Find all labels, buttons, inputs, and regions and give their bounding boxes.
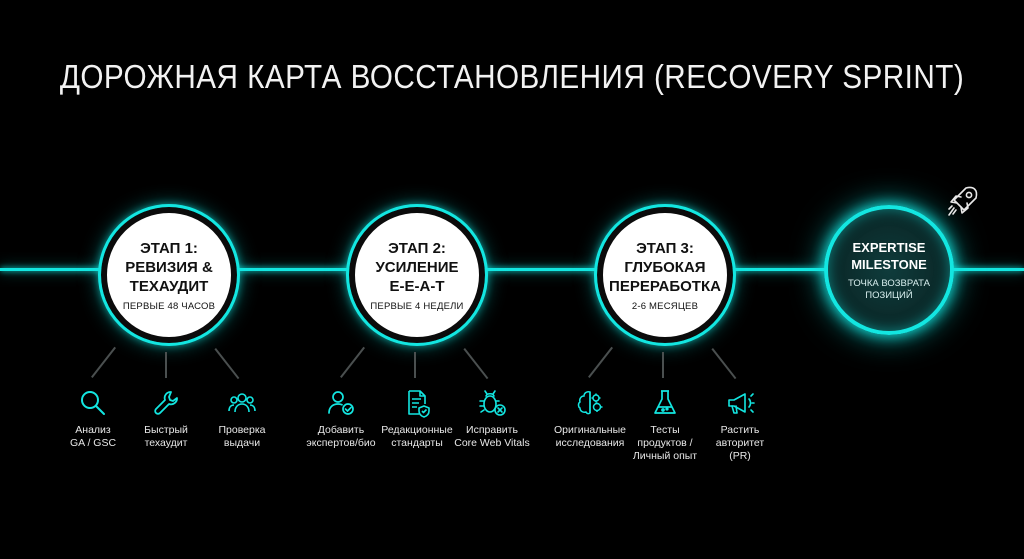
connector-line — [340, 347, 365, 378]
task-grow-authority: Растить авторитет (PR) — [692, 388, 788, 463]
task-label: Тесты продуктов / Личный опыт — [632, 424, 698, 462]
milestone-name: EXPERTISE MILESTONE — [851, 239, 927, 272]
task-label: Добавить экспертов/био — [306, 424, 376, 449]
task-label: Исправить Core Web Vitals — [454, 424, 530, 449]
connector-line — [463, 348, 489, 379]
task-quick-audit: Быстрый техаудит — [118, 388, 214, 450]
bug-fix-icon — [479, 390, 506, 416]
task-label: Оригинальные исследования — [554, 424, 626, 449]
stage-3-timeframe: 2-6 МЕСЯЦЕВ — [631, 300, 699, 312]
wrench-icon — [154, 391, 178, 415]
stage-2-name: ЭТАП 2: УСИЛЕНИЕ E-E-A-T — [375, 239, 459, 295]
connector-line — [588, 347, 613, 378]
task-label: Быстрый техаудит — [144, 424, 188, 449]
connector-line — [711, 348, 737, 379]
connector-line — [214, 348, 240, 379]
stage-3-circle: ЭТАП 3: ГЛУБОКАЯ ПЕРЕРАБОТКА 2-6 МЕСЯЦЕВ — [594, 204, 736, 346]
connector-line — [165, 352, 167, 378]
task-fix-cwv: Исправить Core Web Vitals — [444, 388, 540, 450]
task-label: Растить авторитет (PR) — [715, 424, 765, 462]
page-title: ДОРОЖНАЯ КАРТА ВОССТАНОВЛЕНИЯ (RECOVERY … — [59, 58, 965, 95]
connector-line — [414, 352, 416, 378]
magnifier-icon — [81, 391, 105, 415]
task-add-experts: Добавить экспертов/био — [293, 388, 389, 450]
brain-gears-icon — [577, 391, 603, 415]
stage-3-name: ЭТАП 3: ГЛУБОКАЯ ПЕРЕРАБОТКА — [609, 239, 721, 295]
stage-2-timeframe: ПЕРВЫЕ 4 НЕДЕЛИ — [370, 300, 464, 312]
task-analysis: Анализ GA / GSC — [45, 388, 141, 450]
users-group-icon — [228, 393, 256, 413]
stage-1-circle: ЭТАП 1: РЕВИЗИЯ & ТЕХАУДИТ ПЕРВЫЕ 48 ЧАС… — [98, 204, 240, 346]
timeline-line — [0, 268, 1024, 271]
task-editorial-standards: Редакционные стандарты — [369, 388, 465, 450]
task-serp-check: Проверка выдачи — [194, 388, 290, 450]
connector-line — [91, 347, 116, 378]
task-label: Редакционные стандарты — [381, 424, 453, 449]
stage-2-circle: ЭТАП 2: УСИЛЕНИЕ E-E-A-T ПЕРВЫЕ 4 НЕДЕЛИ — [346, 204, 488, 346]
milestone-subtitle: ТОЧКА ВОЗВРАТА ПОЗИЦИЙ — [847, 277, 930, 301]
stage-1-name: ЭТАП 1: РЕВИЗИЯ & ТЕХАУДИТ — [125, 239, 213, 295]
document-shield-icon — [408, 390, 430, 418]
task-label: Проверка выдачи — [218, 424, 266, 449]
task-product-tests: Тесты продуктов / Личный опыт — [617, 388, 713, 463]
task-original-research: Оригинальные исследования — [542, 388, 638, 450]
expertise-milestone: EXPERTISE MILESTONE ТОЧКА ВОЗВРАТА ПОЗИЦ… — [824, 205, 954, 335]
rocket-icon — [948, 186, 978, 216]
task-label: Анализ GA / GSC — [69, 424, 117, 449]
connector-line — [662, 352, 664, 378]
flask-icon — [654, 390, 676, 414]
user-check-icon — [328, 391, 354, 415]
stage-1-timeframe: ПЕРВЫЕ 48 ЧАСОВ — [122, 300, 216, 312]
megaphone-icon — [728, 393, 755, 414]
